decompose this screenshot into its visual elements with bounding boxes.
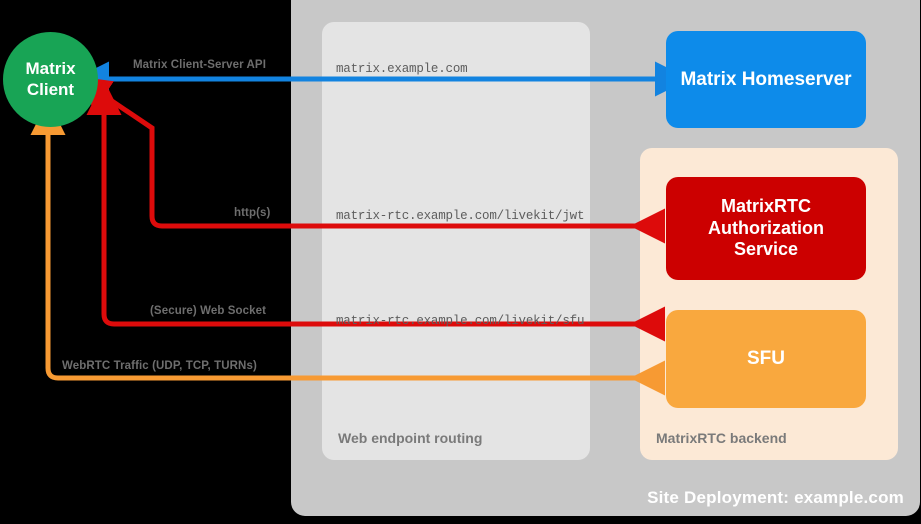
label-matrix-client-server-api: Matrix Client-Server API [133, 59, 266, 71]
auth-service-label-line1: MatrixRTC [720, 195, 811, 216]
web-endpoint-routing-label: Web endpoint routing [338, 430, 483, 446]
matrix-homeserver-label: Matrix Homeserver [680, 68, 852, 90]
matrix-homeserver-box[interactable]: Matrix Homeserver [666, 31, 866, 128]
matrix-client-node[interactable]: Matrix Client [3, 32, 98, 127]
sfu-label: SFU [747, 348, 785, 370]
matrix-client-label-line1: Matrix [25, 59, 76, 79]
label-secure-web-socket: (Secure) Web Socket [150, 305, 267, 317]
url-matrix-example-com: matrix.example.com [336, 62, 468, 76]
matrix-client-label-line2: Client [26, 79, 75, 99]
matrixrtc-backend-label: MatrixRTC backend [656, 430, 787, 446]
auth-service-label-line2: Authorization [708, 217, 824, 238]
web-endpoint-routing-container: Web endpoint routing [322, 22, 590, 460]
label-webrtc-traffic: WebRTC Traffic (UDP, TCP, TURNs) [62, 360, 257, 372]
url-livekit-jwt: matrix-rtc.example.com/livekit/jwt [336, 209, 585, 223]
label-https: http(s) [234, 207, 271, 219]
site-deployment-label: Site Deployment: example.com [647, 488, 904, 507]
sfu-box[interactable]: SFU [666, 310, 866, 408]
matrixrtc-authorization-service-box[interactable]: MatrixRTC Authorization Service [666, 177, 866, 280]
url-livekit-sfu: matrix-rtc.example.com/livekit/sfu [336, 314, 585, 328]
auth-service-label-line3: Service [733, 239, 799, 260]
